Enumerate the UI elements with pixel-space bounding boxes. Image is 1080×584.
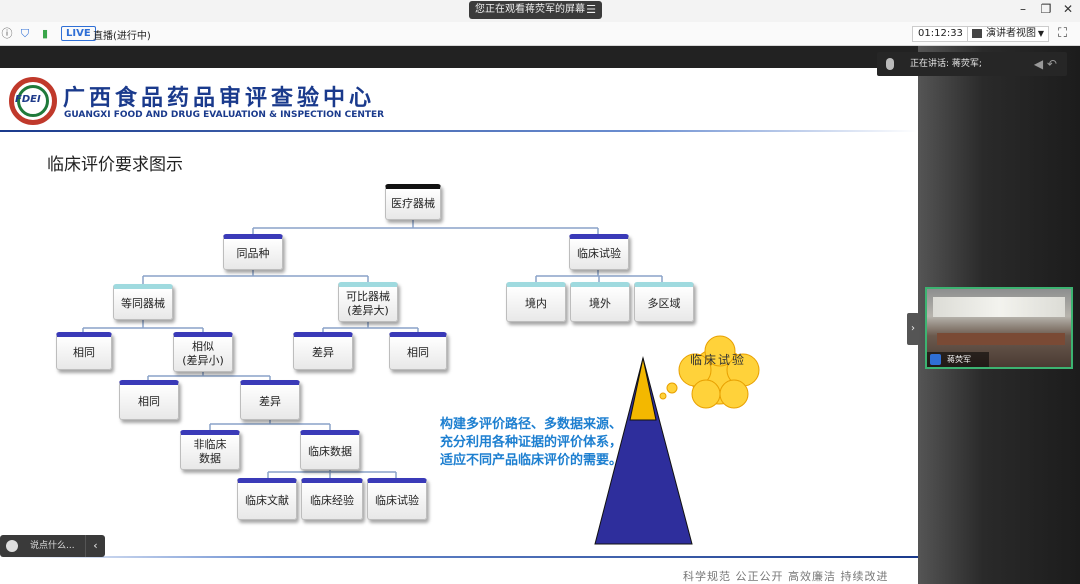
evidence-pyramid: [594, 356, 693, 545]
title-bar: 您正在观看蒋荧军的屏幕 ☰ – ❐ ✕: [0, 0, 1080, 22]
thought-cloud: [659, 335, 760, 409]
cloud-label: 临床试验: [690, 353, 747, 367]
fullscreen-icon[interactable]: ⛶: [1058, 26, 1068, 41]
node-sim-same: 相同: [119, 380, 179, 420]
active-speaker-bar: 正在讲话: 蒋荧军; ◀ ↶: [877, 52, 1067, 76]
screen-share-notice-text: 您正在观看蒋荧军的屏幕: [475, 4, 585, 15]
video-meeting-table: [937, 333, 1065, 345]
node-clinical-trial-branch: 临床试验: [569, 234, 629, 270]
elapsed-timer: 01:12:33: [912, 26, 969, 42]
back-arrow-icon[interactable]: ◀ ↶: [1033, 57, 1057, 71]
node-eq-similar: 相似 (差异小): [173, 332, 233, 372]
toolbar: ⓘ ⛉ ▮ LIVE 直播(进行中) 01:12:33 演讲者视图 ▼ ⛶: [0, 22, 1080, 46]
org-name-cn: 广西食品药品审评查验中心: [63, 85, 376, 111]
node-cmp-diff: 差异: [293, 332, 353, 370]
shield-icon[interactable]: ⛉: [20, 27, 30, 40]
node-overseas: 境外: [570, 282, 630, 322]
org-logo: [9, 77, 57, 125]
node-clinical-data: 临床数据: [300, 430, 360, 470]
node-same-variety: 同品种: [223, 234, 283, 270]
chat-placeholder: 说点什么...: [30, 541, 75, 551]
slide-top-band: [0, 46, 920, 68]
slide-title: 临床评价要求图示: [47, 155, 183, 175]
chevron-down-icon: ▼: [1037, 29, 1044, 38]
video-participant-name: 蒋荧军: [947, 355, 971, 364]
logo-text: FDEI: [15, 94, 41, 105]
footer-divider: [0, 556, 918, 558]
logo-inner-ring: [17, 85, 49, 117]
node-equivalent-device: 等同器械: [113, 284, 173, 320]
microphone-icon: [886, 58, 894, 70]
node-clinical-experience: 临床经验: [301, 478, 363, 520]
node-clinical-trial-leaf: 临床试验: [367, 478, 427, 520]
node-non-clinical: 非临床 数据: [180, 430, 240, 470]
live-badge: LIVE: [61, 26, 96, 41]
chat-input[interactable]: 说点什么... ‹: [0, 535, 105, 557]
close-icon[interactable]: ✕: [1062, 2, 1074, 16]
diagram-graphics: [82, 218, 760, 545]
active-speaker-label: 正在讲话: 蒋荧军;: [910, 59, 982, 69]
node-medical-device: 医疗器械: [385, 184, 441, 220]
speaker-video-tile[interactable]: 蒋荧军: [925, 287, 1073, 369]
video-window-strip: [933, 297, 1065, 317]
live-status: 直播(进行中): [93, 31, 151, 42]
view-mode-label: 演讲者视图: [986, 28, 1036, 39]
screen-share-notice[interactable]: 您正在观看蒋荧军的屏幕 ☰: [469, 1, 602, 19]
node-clinical-literature: 临床文献: [237, 478, 297, 520]
presenter-view-icon: [972, 29, 982, 38]
node-cmp-same: 相同: [389, 332, 447, 370]
restore-icon[interactable]: ❐: [1040, 2, 1052, 16]
emoji-icon[interactable]: [6, 540, 18, 552]
user-icon: [930, 354, 941, 365]
presentation-slide: FDEI 广西食品药品审评查验中心 GUANGXI FOOD AND DRUG …: [0, 68, 918, 584]
node-domestic: 境内: [506, 282, 566, 322]
panel-toggle-chevron-right-icon[interactable]: ›: [907, 313, 919, 345]
node-sim-diff: 差异: [240, 380, 300, 420]
callout-text: 构建多评价路径、多数据来源、充分利用各种证据的评价体系，适应不同产品临床评价的需…: [440, 417, 623, 468]
view-mode-select[interactable]: 演讲者视图 ▼: [967, 26, 1049, 42]
node-comparable-device: 可比器械 (差异大): [338, 282, 398, 322]
signal-icon[interactable]: ▮: [41, 27, 49, 40]
header-divider: [0, 130, 918, 132]
node-multi-region: 多区域: [634, 282, 694, 322]
minimize-icon[interactable]: –: [1020, 2, 1026, 16]
info-icon[interactable]: ⓘ: [1, 27, 13, 40]
footer-slogan: 科学规范 公正公开 高效廉洁 持续改进: [683, 570, 889, 583]
node-eq-same: 相同: [56, 332, 112, 370]
tree-connectors: [82, 218, 663, 480]
org-name-en: GUANGXI FOOD AND DRUG EVALUATION & INSPE…: [64, 110, 385, 120]
menu-icon[interactable]: ☰: [586, 3, 596, 16]
chevron-left-icon[interactable]: ‹: [85, 535, 105, 557]
video-name-tag: 蒋荧军: [927, 352, 989, 367]
